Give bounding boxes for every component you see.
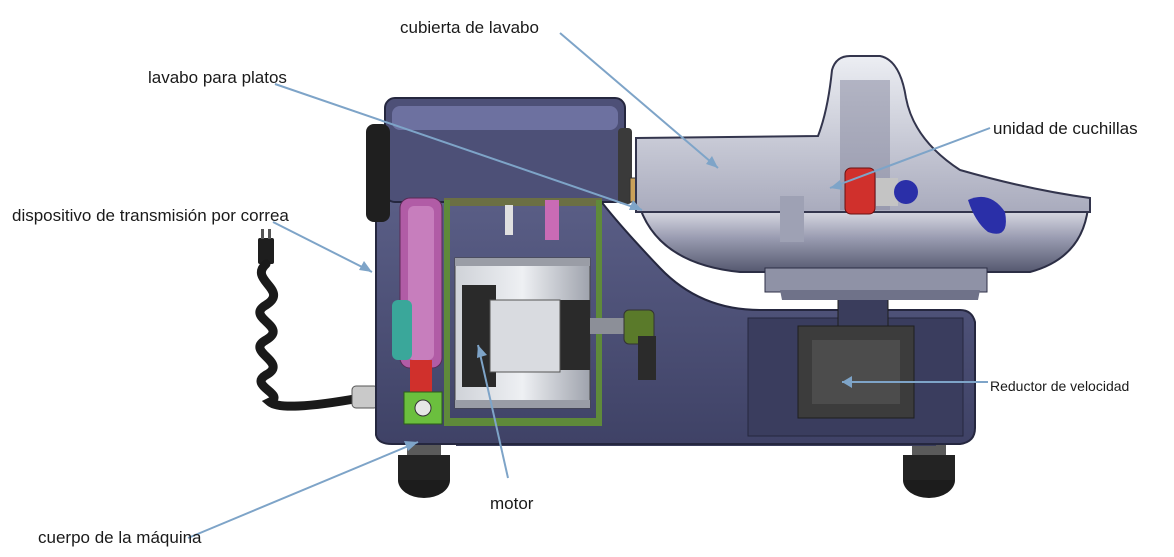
label-motor: motor [490,494,534,513]
blade-unit [844,167,1006,234]
label-belt-drive: dispositivo de transmisión por correa [12,206,289,225]
motor-unit [454,257,656,409]
leader-sink-cover [559,32,719,169]
leader-lines [187,32,991,539]
label-machine-body: cuerpo de la máquina [38,528,202,547]
leader-belt-drive [272,221,373,273]
speed-reducer [797,297,915,419]
dish-sink [638,207,1090,300]
leader-motor [477,344,509,479]
label-dish-sink: lavabo para platos [148,68,287,87]
label-speed-reducer: Reductor de velocidad [990,378,1130,394]
leader-blade-unit [829,127,991,189]
leader-dish-sink [274,83,643,211]
frame [444,198,602,426]
label-blade-unit: unidad de cuchillas [993,119,1138,138]
label-sink-cover: cubierta de lavabo [400,18,539,37]
belt-drive [392,197,443,425]
power-cord [255,229,379,411]
leader-machine-body [187,441,419,539]
